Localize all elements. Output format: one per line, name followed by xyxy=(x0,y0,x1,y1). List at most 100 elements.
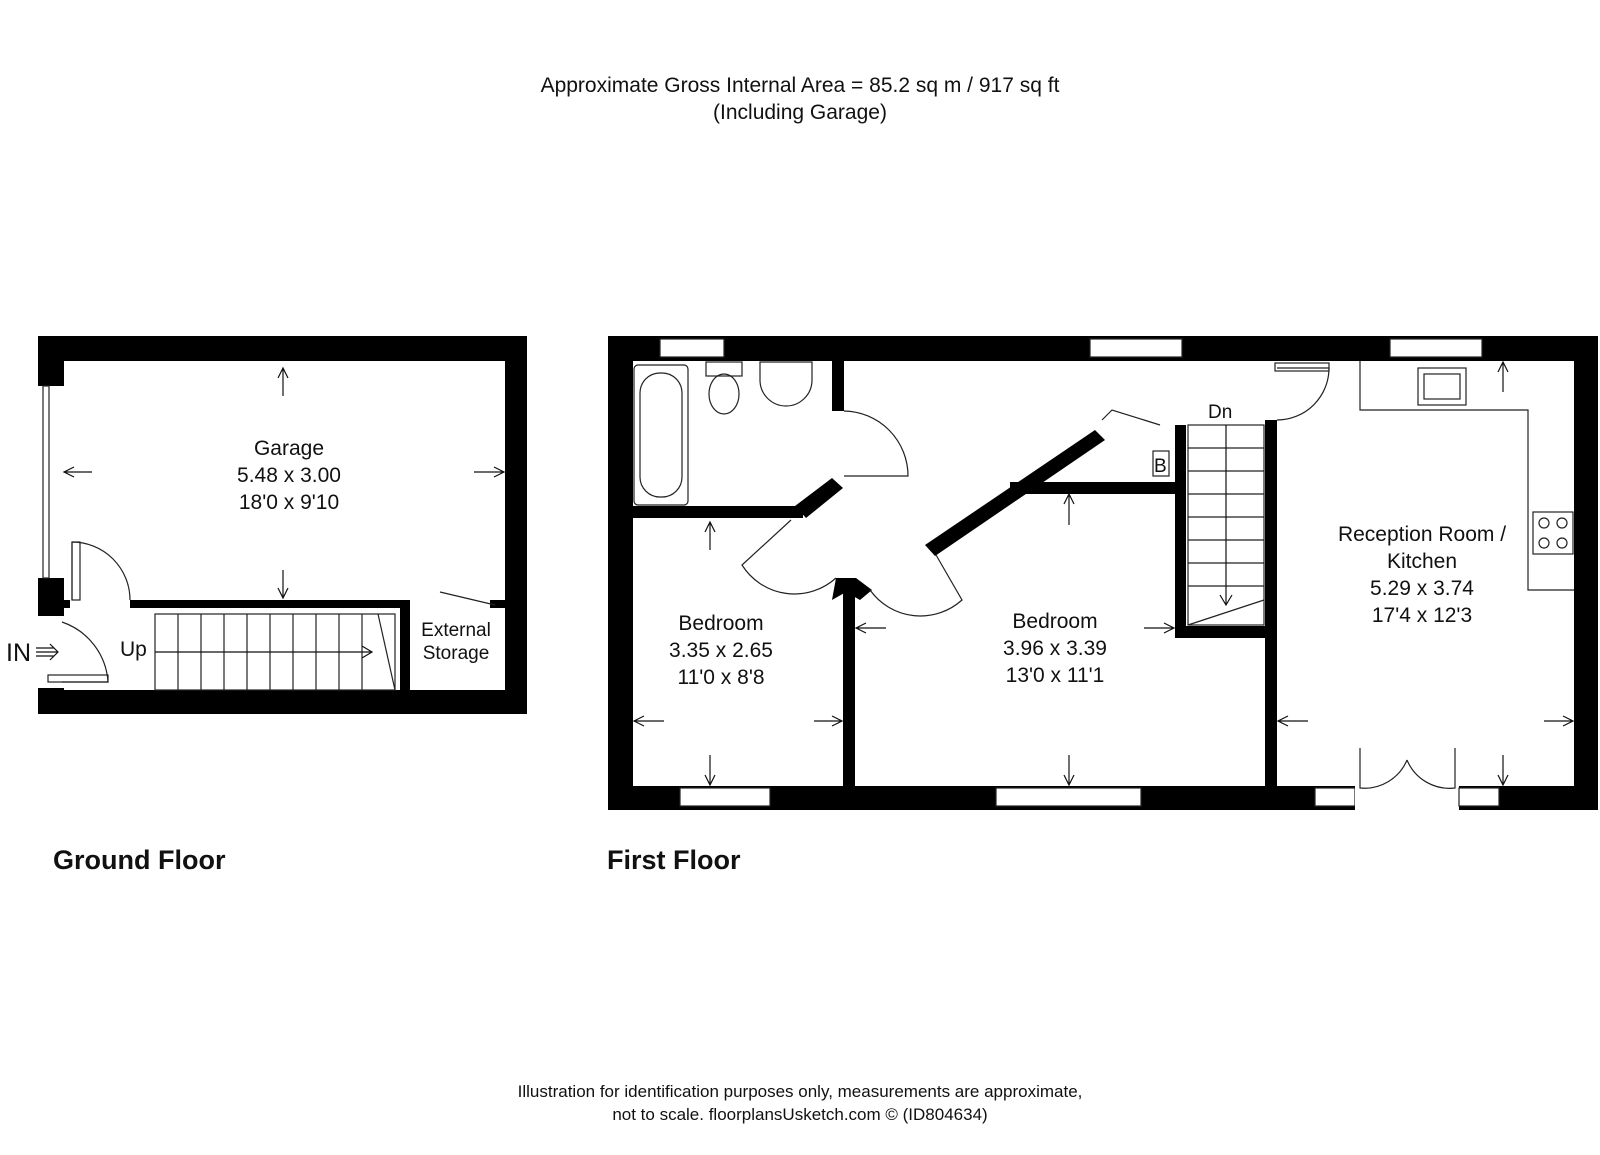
ff-dim-arrow xyxy=(1497,360,1509,392)
storage-label-line2: Storage xyxy=(423,643,490,664)
ff-wall-left xyxy=(608,336,633,810)
ff-dim-arrow xyxy=(1063,492,1075,525)
hob-ring xyxy=(1556,537,1568,549)
ff-dim-arrow xyxy=(1144,622,1176,634)
bedroom2-name: Bedroom xyxy=(1012,610,1097,633)
ff-dim-arrow xyxy=(1544,715,1575,727)
ff-stair-wall-right xyxy=(1265,420,1277,790)
reception-name-line2: Kitchen xyxy=(1387,550,1457,573)
ff-window-bedroom2 xyxy=(995,787,1142,807)
disclaimer-line1: Illustration for identification purposes… xyxy=(518,1082,1083,1101)
reception-metric: 5.29 x 3.74 xyxy=(1370,577,1474,600)
toilet-cistern xyxy=(705,361,743,377)
gf-dim-arrow xyxy=(474,466,506,478)
ff-bed1-door-swing xyxy=(741,519,837,595)
hob-ring xyxy=(1538,517,1550,529)
gf-wall-left-mid xyxy=(38,578,64,616)
ff-stairs-label: Dn xyxy=(1208,402,1232,423)
ff-bed2-wall-top xyxy=(1010,482,1175,494)
bath-sink xyxy=(759,361,813,407)
gf-wall-top xyxy=(38,336,527,361)
ff-window-reception-right xyxy=(1458,787,1500,807)
garage-door xyxy=(42,385,50,579)
bedroom1-imperial: 11'0 x 8'8 xyxy=(677,666,764,689)
gf-stair-wall xyxy=(130,600,410,608)
gf-storage-top-stub xyxy=(490,600,508,608)
gf-front-door-leaf xyxy=(47,674,109,683)
ff-french-door-opening xyxy=(1355,784,1459,812)
gf-wall-right xyxy=(505,336,527,714)
kitchen-sink xyxy=(1417,367,1467,406)
ff-dim-arrow xyxy=(814,715,844,727)
area-note: (Including Garage) xyxy=(713,101,887,124)
ff-reception-door-swing xyxy=(1276,367,1330,421)
reception-name-line1: Reception Room / xyxy=(1338,523,1506,546)
ff-dim-arrow xyxy=(1276,715,1308,727)
ff-bath-wall-diag xyxy=(795,478,843,518)
ff-stair-wall-left xyxy=(1175,425,1186,637)
ff-window-bath xyxy=(659,338,725,358)
storage-label-line1: External xyxy=(421,620,491,641)
area-summary: Approximate Gross Internal Area = 85.2 s… xyxy=(541,74,1060,97)
gf-garage-door-leaf xyxy=(71,541,81,601)
bathtub xyxy=(633,364,689,506)
ff-window-bedroom1 xyxy=(679,787,771,807)
ff-bed2-door-swing xyxy=(869,547,963,617)
gf-wall-left-top xyxy=(38,336,64,386)
ff-dim-arrow xyxy=(632,715,664,727)
bedroom2-imperial: 13'0 x 11'1 xyxy=(1006,664,1105,687)
ff-bed-wall-junction xyxy=(832,578,872,600)
gf-dim-arrow xyxy=(62,466,92,478)
ff-window-landing xyxy=(1089,338,1183,358)
ground-floor-plan xyxy=(36,336,527,714)
ff-window-reception-left xyxy=(1314,787,1356,807)
gf-wall-bottom xyxy=(38,690,527,714)
kitchen-worktop xyxy=(1359,361,1574,591)
ff-window-kitchen xyxy=(1389,338,1483,358)
ff-dim-arrow xyxy=(1063,755,1075,787)
disclaimer-line2: not to scale. floorplansUsketch.com © (I… xyxy=(612,1105,987,1124)
ff-stair-wall-bottom xyxy=(1175,626,1265,638)
gf-stairs-label: Up xyxy=(120,638,147,661)
ff-french-doors xyxy=(1359,748,1456,789)
ground-floor-title: Ground Floor xyxy=(53,845,226,875)
ff-bath-wall-bottom xyxy=(608,506,803,518)
gf-dim-arrow xyxy=(277,570,289,600)
bathtub-inner xyxy=(639,372,683,498)
ff-dim-arrow xyxy=(704,755,716,787)
bedroom2-metric: 3.96 x 3.39 xyxy=(1003,637,1107,660)
garage-name: Garage xyxy=(254,437,324,460)
kitchen-sink-basin xyxy=(1423,373,1461,400)
ff-dim-arrow xyxy=(854,622,886,634)
ff-dim-arrow xyxy=(1497,755,1509,787)
hob-ring xyxy=(1538,537,1550,549)
ff-wall-right xyxy=(1574,336,1598,810)
first-floor-plan xyxy=(608,336,1598,812)
gf-storage-door xyxy=(439,591,496,606)
garage-metric: 5.48 x 3.00 xyxy=(237,464,341,487)
ff-bed1-wall-right xyxy=(843,590,855,790)
gf-front-door-swing xyxy=(61,621,109,683)
reception-imperial: 17'4 x 12'3 xyxy=(1372,604,1472,627)
ff-reception-door-leaf xyxy=(1274,362,1330,372)
gf-inner-stub xyxy=(60,600,70,608)
garage-imperial: 18'0 x 9'10 xyxy=(239,491,339,514)
gf-wall-left-bottom xyxy=(38,688,64,714)
gf-garage-door-swing xyxy=(71,541,131,601)
hob-ring xyxy=(1556,517,1568,529)
gf-stairs xyxy=(154,613,396,691)
ff-dim-arrow xyxy=(704,520,716,550)
ff-stairs xyxy=(1187,424,1265,626)
ff-cupboard-door xyxy=(1101,409,1161,426)
gf-dim-arrow xyxy=(277,366,289,396)
gf-storage-wall xyxy=(400,600,410,692)
boiler-cupboard xyxy=(1152,450,1170,477)
entrance-label: IN xyxy=(6,639,31,667)
bedroom1-name: Bedroom xyxy=(678,612,763,635)
bedroom1-metric: 3.35 x 2.65 xyxy=(669,639,773,662)
ff-bath-wall-right xyxy=(832,361,844,411)
entrance-arrow-icon xyxy=(36,643,59,661)
first-floor-title: First Floor xyxy=(607,845,741,875)
boiler-label: B xyxy=(1154,456,1167,477)
